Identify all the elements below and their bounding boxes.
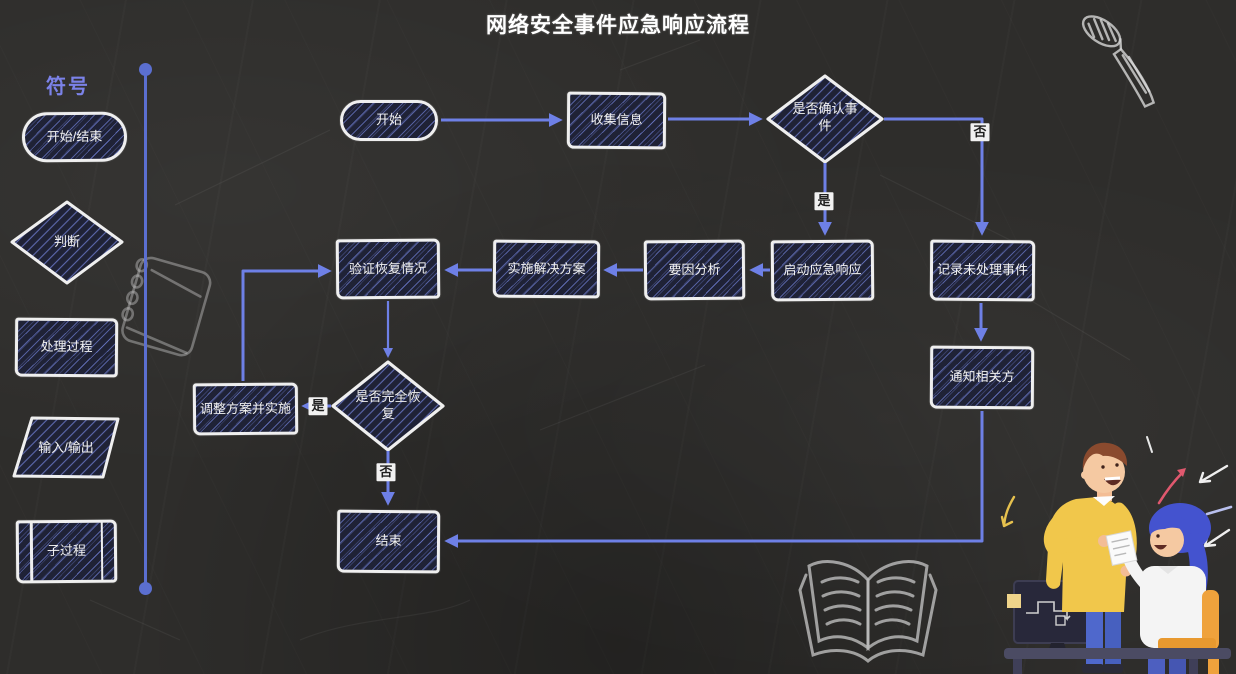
legend-label-process: 处理过程 bbox=[40, 338, 93, 355]
flow-node-collect-label: 收集信息 bbox=[590, 111, 643, 128]
legend-item-process: 处理过程 bbox=[14, 317, 119, 378]
paintbrush-sketch bbox=[1081, 15, 1156, 109]
edge-label-recovered-no: 否 bbox=[376, 463, 396, 481]
edge-label-confirm-yes: 是 bbox=[814, 192, 834, 210]
flow-node-record: 记录未处理事件 bbox=[929, 239, 1036, 302]
legend-label-start-end: 开始/结束 bbox=[46, 128, 103, 144]
flow-node-start: 开始 bbox=[340, 100, 438, 141]
flow-node-cause-label: 要因分析 bbox=[668, 261, 721, 277]
legend-parallelogram-shape bbox=[12, 416, 120, 479]
recovered-decision-shape bbox=[331, 360, 445, 452]
flow-node-launch-label: 启动应急响应 bbox=[783, 261, 862, 278]
flow-node-record-label: 记录未处理事件 bbox=[936, 261, 1029, 278]
legend-item-start-end: 开始/结束 bbox=[21, 111, 128, 163]
flow-node-adjust: 调整方案并实施 bbox=[192, 382, 299, 436]
edge-confirm-to-record bbox=[884, 117, 989, 236]
page-title: 网络安全事件应急响应流程 bbox=[486, 14, 750, 37]
edge-label-recovered-yes: 是 bbox=[308, 397, 328, 415]
legend-label-input-output: 输入/输出 bbox=[38, 439, 94, 455]
flow-node-adjust-label: 调整方案并实施 bbox=[199, 400, 292, 416]
flow-node-verify-label: 验证恢复情况 bbox=[348, 260, 428, 276]
flow-node-notify: 通知相关方 bbox=[929, 345, 1035, 410]
flow-node-notify-label: 通知相关方 bbox=[949, 368, 1015, 385]
flow-node-recovered-label: 是否完全恢复 bbox=[355, 389, 421, 421]
timeline-dot-bottom bbox=[139, 582, 152, 595]
legend-item-subprocess: 子过程 bbox=[15, 519, 118, 584]
chalk-scratches bbox=[89, 39, 1131, 641]
flow-node-collect: 收集信息 bbox=[566, 91, 667, 150]
notebook-sketch bbox=[121, 256, 212, 357]
edge-adjust-to-verify bbox=[241, 264, 332, 381]
flow-node-confirm-label: 是否确认事件 bbox=[792, 101, 858, 133]
people-illustration bbox=[1000, 436, 1233, 674]
subprocess-bar-left bbox=[29, 522, 33, 582]
edge-notify-to-end bbox=[444, 411, 984, 548]
legend-label-subprocess: 子过程 bbox=[46, 542, 87, 559]
flow-node-launch: 启动应急响应 bbox=[770, 239, 875, 302]
flow-node-end-label: 结束 bbox=[375, 532, 402, 549]
confirm-decision-shape bbox=[766, 74, 884, 164]
flow-node-implement: 实施解决方案 bbox=[492, 239, 601, 299]
flow-node-implement-label: 实施解决方案 bbox=[507, 260, 586, 276]
subprocess-bar-right bbox=[100, 521, 104, 581]
legend-label-decision: 判断 bbox=[53, 233, 80, 249]
flow-node-end: 结束 bbox=[336, 509, 441, 574]
flow-node-verify: 验证恢复情况 bbox=[335, 238, 441, 300]
timeline-dot-top bbox=[139, 63, 152, 76]
timeline-line bbox=[144, 70, 147, 588]
edge-label-confirm-no: 否 bbox=[970, 123, 990, 141]
legend-diamond-shape bbox=[10, 200, 124, 285]
open-book-sketch bbox=[798, 560, 938, 663]
legend-heading: 符号 bbox=[46, 76, 90, 98]
flow-node-start-label: 开始 bbox=[375, 112, 402, 128]
flow-node-cause: 要因分析 bbox=[643, 239, 746, 301]
